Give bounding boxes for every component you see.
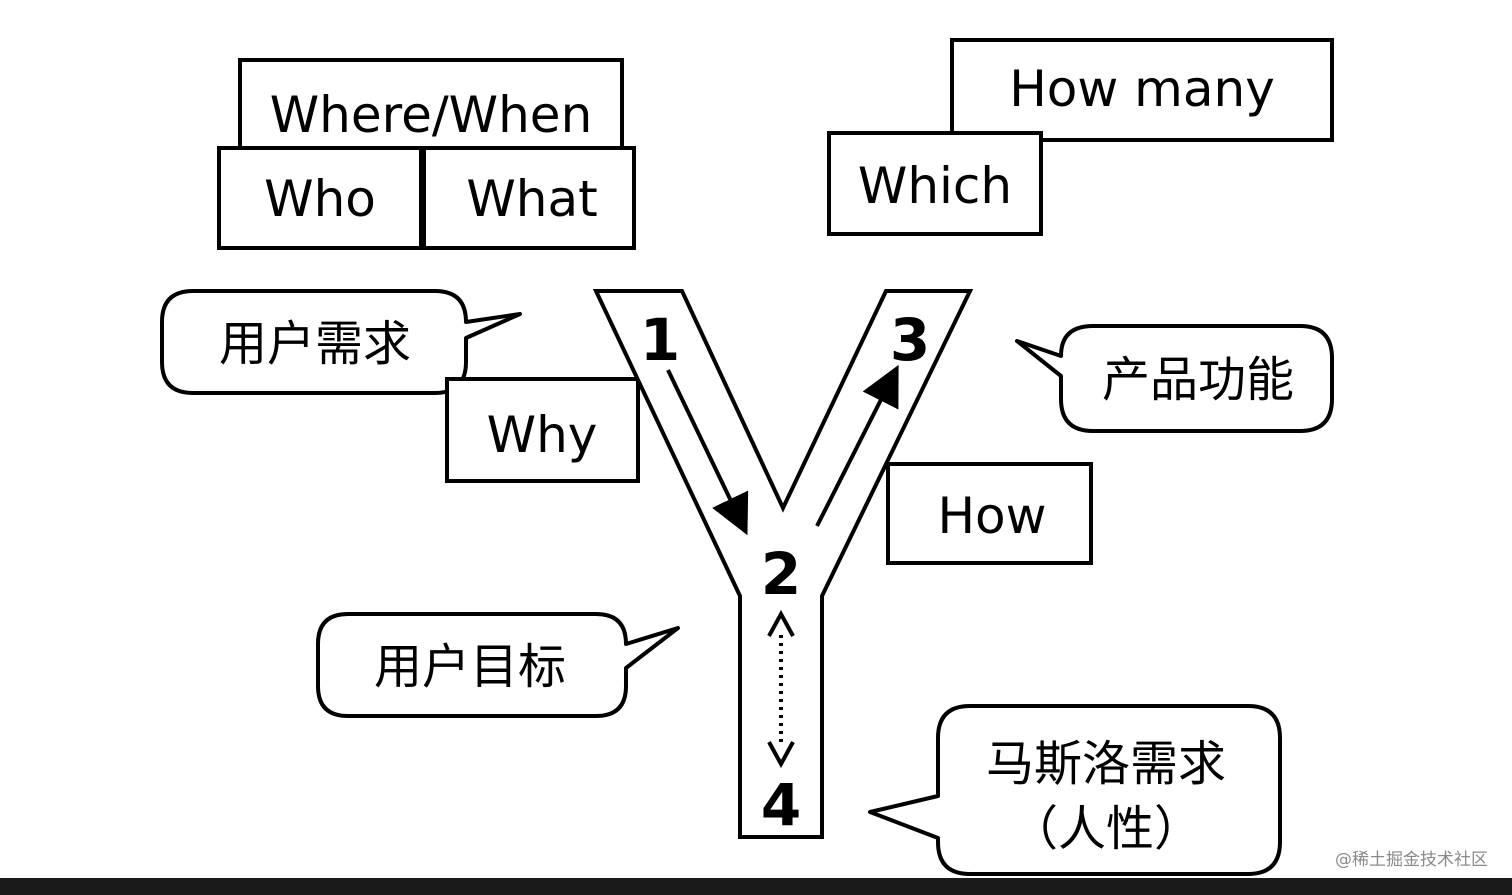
maslow-needs-line1: 马斯洛需求: [986, 736, 1226, 792]
user-goals-bubble: 用户目标: [316, 612, 680, 718]
arrow-2-to-3: [815, 364, 899, 527]
dotted-arrow-up-head: [767, 609, 795, 637]
how-many-label: How many: [1009, 60, 1275, 118]
why-box: Why: [445, 377, 640, 483]
product-features-label: 产品功能: [1102, 352, 1294, 408]
who-box: Who: [217, 146, 423, 250]
what-label: What: [466, 170, 597, 228]
who-label: Who: [264, 170, 376, 228]
how-box: How: [886, 462, 1093, 565]
how-label: How: [937, 487, 1046, 545]
how-many-box: How many: [950, 38, 1334, 142]
where-when-label: Where/When: [270, 86, 593, 144]
which-label: Which: [858, 157, 1012, 215]
where-when-box: Where/When: [238, 58, 624, 154]
watermark: @稀土掘金技术社区: [1335, 850, 1488, 870]
user-needs-label: 用户需求: [219, 316, 411, 372]
arrow-1-to-2: [666, 369, 749, 536]
which-box: Which: [827, 131, 1043, 236]
step-number-4: 4: [761, 771, 801, 839]
user-needs-bubble: 用户需求: [160, 289, 522, 395]
step-number-2: 2: [761, 540, 801, 608]
dotted-arrow-down-head: [767, 741, 795, 769]
maslow-needs-bubble: 马斯洛需求 （人性）: [868, 704, 1282, 876]
y-shape: [592, 289, 974, 839]
user-goals-label: 用户目标: [374, 639, 566, 695]
maslow-needs-line2: （人性）: [1010, 801, 1202, 857]
what-box: What: [422, 146, 636, 250]
bottom-bar: [0, 878, 1512, 895]
why-label: Why: [487, 406, 598, 464]
step-number-3: 3: [890, 306, 930, 374]
product-features-bubble: 产品功能: [1015, 324, 1334, 433]
step-number-1: 1: [640, 306, 680, 374]
